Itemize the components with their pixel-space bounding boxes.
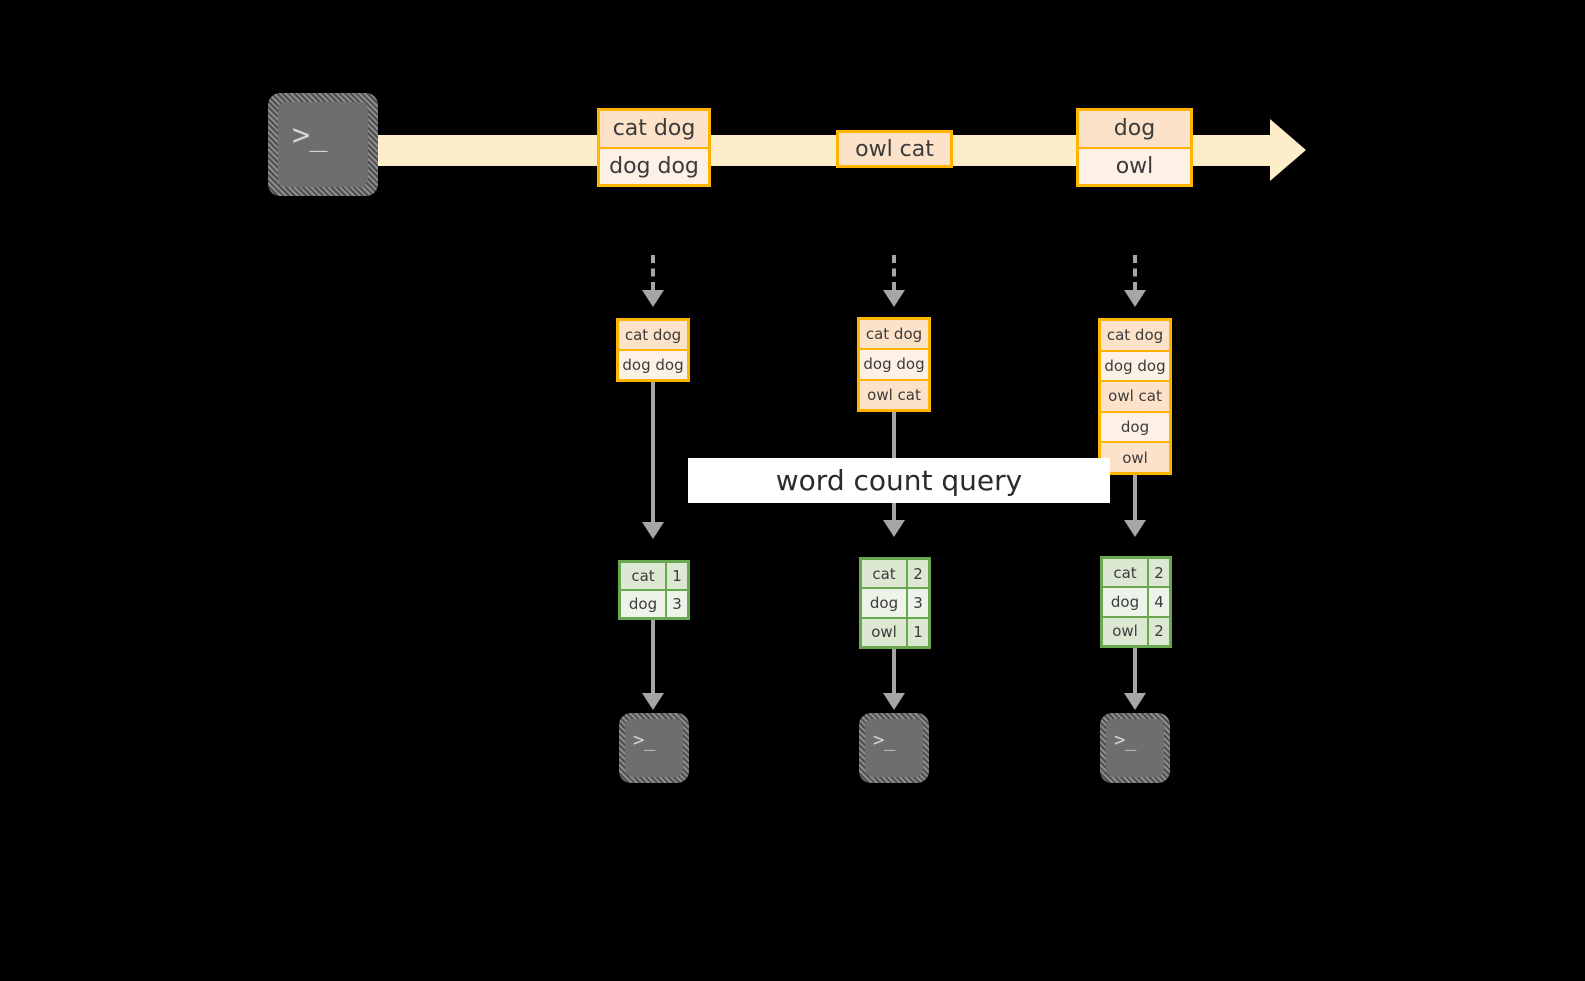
result-word-cell: owl <box>1103 617 1147 645</box>
stream-arrowhead <box>1270 119 1306 181</box>
snapshot-connector-dashed <box>1133 255 1137 290</box>
result-count-cell: 3 <box>665 591 687 617</box>
result-table[interactable]: cat 2 dog 3 owl 1 <box>859 557 931 649</box>
terminal-prompt-icon: >_ <box>1114 729 1137 751</box>
query-connector-arrowhead <box>642 522 664 539</box>
result-word-cell: dog <box>621 591 665 617</box>
result-row: cat 1 <box>621 563 687 589</box>
result-count-cell: 3 <box>906 589 928 617</box>
terminal-prompt-icon: >_ <box>873 729 896 751</box>
snapshot-row: dog <box>1101 410 1169 442</box>
snapshot-row: owl <box>1101 441 1169 472</box>
result-count-cell: 1 <box>665 563 687 589</box>
result-row: owl 1 <box>862 616 928 646</box>
sink-connector-arrowhead <box>883 693 905 710</box>
result-row: cat 2 <box>1103 559 1169 587</box>
terminal-body <box>278 102 368 187</box>
query-connector-arrowhead <box>1124 520 1146 537</box>
terminal-body <box>1106 719 1164 777</box>
snapshot-table[interactable]: cat dog dog dog owl cat dog owl <box>1098 318 1172 475</box>
result-table[interactable]: cat 2 dog 4 owl 2 <box>1100 556 1172 648</box>
sink-connector-arrowhead <box>1124 693 1146 710</box>
sink-connector-line <box>1133 648 1137 693</box>
stream-event-box[interactable]: dog owl <box>1076 108 1193 187</box>
result-word-cell: dog <box>1103 588 1147 616</box>
snapshot-row: cat dog <box>1101 321 1169 350</box>
result-row: dog 4 <box>1103 586 1169 616</box>
snapshot-row: dog dog <box>1101 349 1169 381</box>
result-word-cell: cat <box>1103 559 1147 587</box>
snapshot-connector-dashed <box>892 255 896 290</box>
result-word-cell: cat <box>862 560 906 588</box>
result-word-cell: dog <box>862 589 906 617</box>
result-count-cell: 1 <box>906 618 928 646</box>
sink-terminal[interactable]: >_ <box>1100 713 1170 783</box>
stream-event-box[interactable]: owl cat <box>836 130 953 168</box>
terminal-body <box>865 719 923 777</box>
query-connector-line <box>1133 475 1137 520</box>
snapshot-connector-arrowhead <box>642 290 664 307</box>
query-banner-label: word count query <box>775 464 1023 497</box>
snapshot-connector-dashed <box>651 255 655 290</box>
snapshot-row: dog dog <box>860 348 928 379</box>
stream-event-line: owl <box>1079 146 1190 184</box>
result-row: owl 2 <box>1103 615 1169 645</box>
result-count-cell: 2 <box>906 560 928 588</box>
query-connector-arrowhead <box>883 520 905 537</box>
stream-event-line: dog dog <box>600 146 708 184</box>
terminal-body <box>625 719 683 777</box>
source-terminal[interactable]: >_ <box>268 93 378 196</box>
sink-connector-arrowhead <box>642 693 664 710</box>
stream-event-box[interactable]: cat dog dog dog <box>597 108 711 187</box>
query-connector-line <box>651 382 655 522</box>
snapshot-table[interactable]: cat dog dog dog <box>616 318 690 382</box>
result-table[interactable]: cat 1 dog 3 <box>618 560 690 620</box>
snapshot-row: owl cat <box>860 378 928 409</box>
snapshot-row: owl cat <box>1101 380 1169 411</box>
result-word-cell: owl <box>862 618 906 646</box>
stream-event-line: owl cat <box>839 133 950 165</box>
result-word-cell: cat <box>621 563 665 589</box>
snapshot-connector-arrowhead <box>1124 290 1146 307</box>
terminal-prompt-icon: >_ <box>292 118 328 153</box>
result-count-cell: 2 <box>1147 559 1169 587</box>
terminal-prompt-icon: >_ <box>633 729 656 751</box>
stream-event-line: dog <box>1079 111 1190 147</box>
snapshot-row: dog dog <box>619 349 687 379</box>
result-count-cell: 4 <box>1147 588 1169 616</box>
result-row: dog 3 <box>862 587 928 617</box>
query-banner: word count query <box>688 458 1110 503</box>
result-count-cell: 2 <box>1147 617 1169 645</box>
result-row: cat 2 <box>862 560 928 588</box>
sink-terminal[interactable]: >_ <box>859 713 929 783</box>
snapshot-connector-arrowhead <box>883 290 905 307</box>
sink-connector-line <box>892 649 896 693</box>
snapshot-row: cat dog <box>860 320 928 349</box>
result-row: dog 3 <box>621 589 687 617</box>
snapshot-table[interactable]: cat dog dog dog owl cat <box>857 317 931 412</box>
sink-connector-line <box>651 620 655 693</box>
sink-terminal[interactable]: >_ <box>619 713 689 783</box>
snapshot-row: cat dog <box>619 321 687 349</box>
stream-event-line: cat dog <box>600 111 708 147</box>
